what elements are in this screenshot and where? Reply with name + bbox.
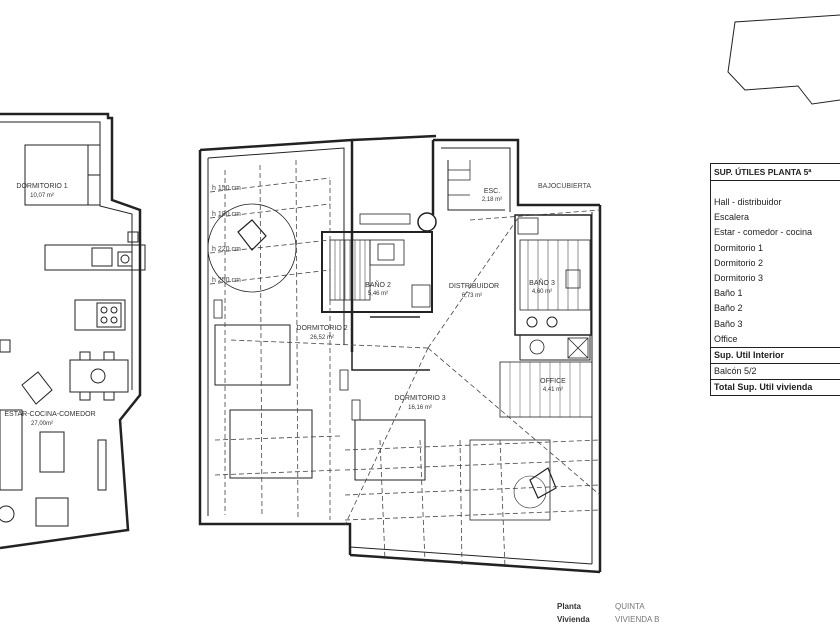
caption-planta-value: QUINTA	[615, 602, 645, 611]
roof-height-lines	[209, 159, 601, 568]
area-table-interior-row: Sup. Util Interior	[711, 346, 840, 365]
height-mark: h 220 cm	[212, 246, 241, 253]
area-table-row: Office	[714, 333, 738, 344]
room-labels: DORMITORIO 1 10,07 m² ESTAR-COCINA-COMED…	[4, 183, 566, 427]
left-plan-section	[0, 112, 146, 550]
area-table-row: Dormitorio 1	[714, 242, 764, 253]
area-table-row: Dormitorio 3	[714, 272, 764, 283]
caption-planta-key: Planta	[557, 602, 582, 611]
caption-vivienda-value: VIVIENDA B	[615, 615, 660, 624]
height-mark: h 250 cm	[212, 277, 241, 284]
height-mark: h 180 cm	[212, 211, 241, 218]
plan-caption: Planta QUINTA Vivienda VIVIENDA B	[557, 600, 659, 626]
area-table: SUP. ÚTILES PLANTA 5ª Hall - distribuido…	[710, 163, 840, 397]
room-label: DISTRIBUIDOR	[449, 283, 499, 290]
height-marks: h 150 cm h 180 cm h 220 cm h 250 cm BAJO…	[212, 183, 591, 284]
location-key-shape	[727, 14, 840, 105]
room-label: DORMITORIO 2	[296, 325, 347, 332]
bajocubierta-label: BAJOCUBIERTA	[538, 183, 591, 190]
room-area: 16,16 m²	[408, 405, 432, 411]
room-area: 10,07 m²	[30, 193, 54, 199]
area-table-row: Hall - distribuidor	[714, 197, 782, 207]
area-table-row: Baño 3	[714, 318, 743, 329]
area-table-total-row: Total Sup. Util vivienda	[711, 379, 840, 395]
room-label: BAÑO 2	[365, 280, 391, 289]
room-area: 27,00m²	[31, 421, 53, 427]
room-area: 26,52 m²	[310, 335, 334, 341]
area-table-row: Baño 1	[714, 288, 743, 299]
room-label: OFFICE	[540, 378, 566, 385]
area-table-balcon-row: Balcón 5/2	[714, 366, 757, 377]
room-area: 4,41 m²	[543, 387, 563, 393]
main-plan-section	[198, 134, 602, 574]
room-area: 4,60 m²	[532, 289, 552, 295]
area-table-row: Dormitorio 2	[714, 257, 764, 268]
room-label: DORMITORIO 1	[16, 183, 67, 190]
area-table-row: Escalera	[714, 212, 750, 223]
room-area: 5,46 m²	[368, 291, 388, 297]
room-label: DORMITORIO 3	[394, 395, 445, 402]
room-label: ESC.	[484, 188, 500, 195]
area-table-row: Estar - comedor - cocina	[714, 227, 813, 238]
area-table-row: Baño 2	[714, 303, 743, 314]
room-label: BAÑO 3	[529, 278, 555, 287]
room-area: 2,18 m²	[482, 197, 502, 203]
area-table-title: SUP. ÚTILES PLANTA 5ª	[711, 164, 840, 181]
room-label: ESTAR-COCINA-COMEDOR	[4, 411, 95, 418]
height-mark: h 150 cm	[212, 185, 241, 192]
room-area: 6,73 m²	[462, 293, 482, 299]
caption-vivienda-key: Vivienda	[557, 615, 590, 624]
